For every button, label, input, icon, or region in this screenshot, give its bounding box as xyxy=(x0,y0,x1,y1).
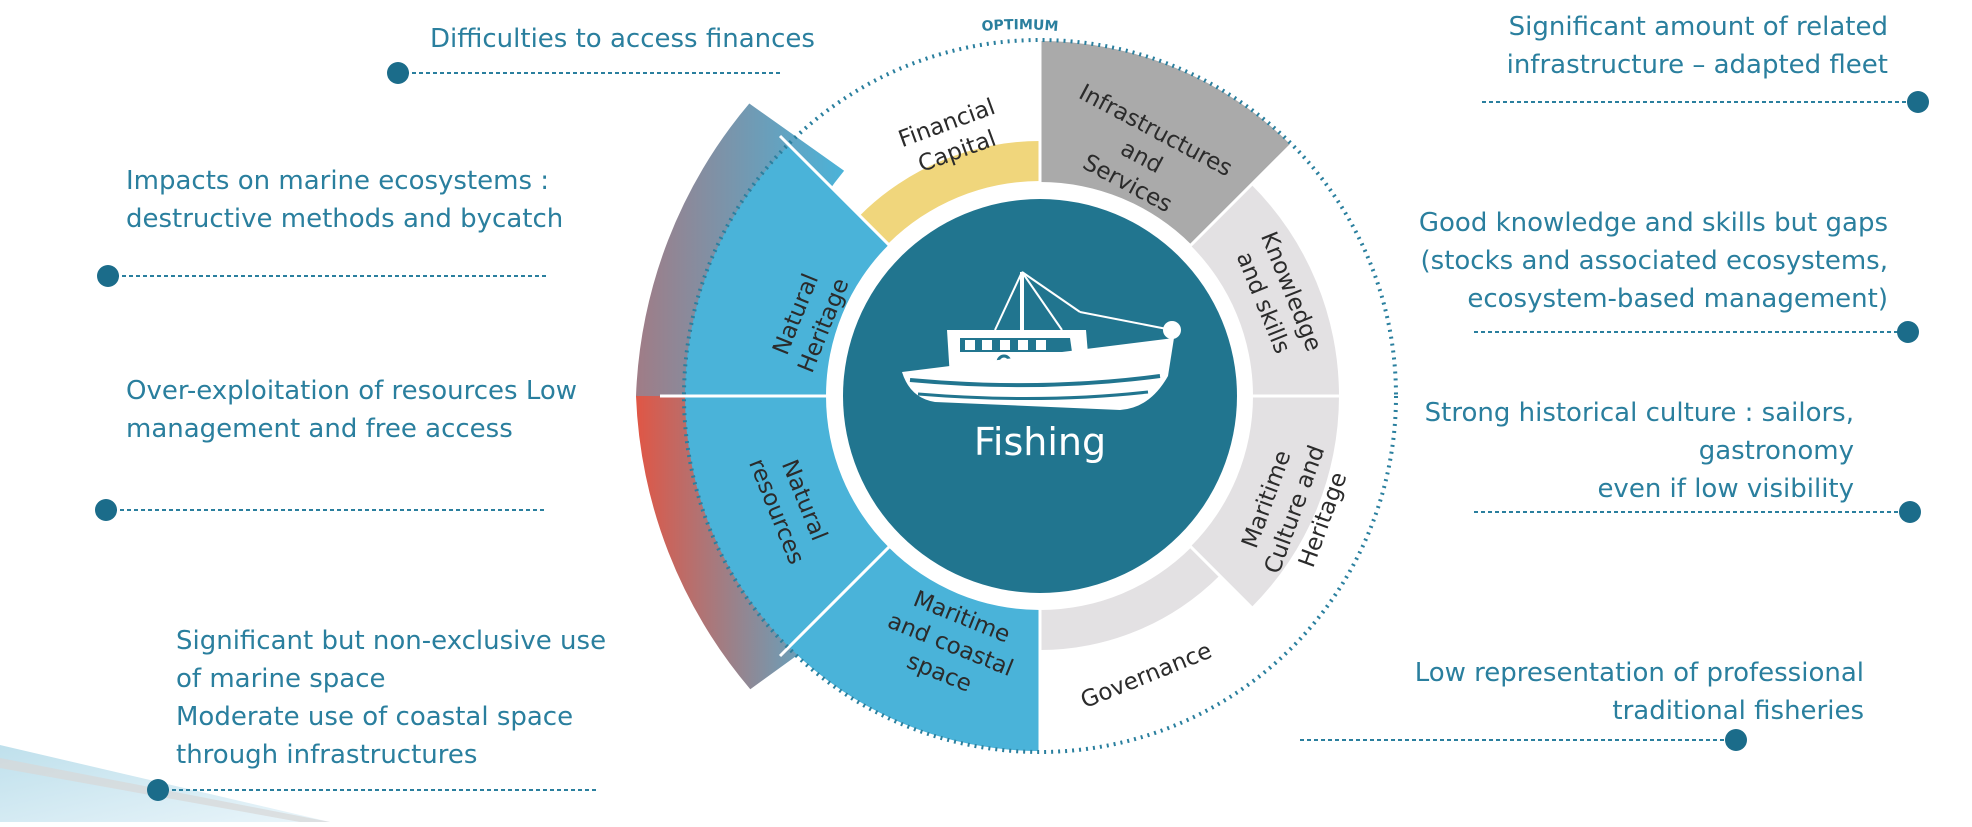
connector-dot xyxy=(1725,729,1747,751)
connector-dot xyxy=(387,62,409,84)
note-culture: Strong historical culture : sailors, gas… xyxy=(1424,398,1854,504)
note-infrastructure: Significant amount of related infrastruc… xyxy=(1506,12,1888,80)
segment-natural-resources xyxy=(685,396,889,647)
note-marine-space: Significant but non-exclusive use of mar… xyxy=(176,626,607,770)
wheel-segments xyxy=(685,41,1339,751)
connector-dot xyxy=(1899,501,1921,523)
connector-dot xyxy=(1897,321,1919,343)
connector-dot xyxy=(1907,91,1929,113)
note-marine-ecosystems: Impacts on marine ecosystems : destructi… xyxy=(126,166,564,234)
svg-text:Governance: Governance xyxy=(1077,638,1215,714)
optimum-label: OPTIMUM xyxy=(981,17,1059,35)
segment-maritime-space xyxy=(789,547,1040,751)
note-over-exploitation: Over-exploitation of resources Low manag… xyxy=(126,376,578,444)
label-governance: Governance xyxy=(1077,638,1215,714)
segment-infrastructures xyxy=(1040,41,1291,245)
connector-lines xyxy=(106,72,1918,791)
note-knowledge: Good knowledge and skills but gaps (stoc… xyxy=(1418,208,1888,314)
connector-dot xyxy=(147,779,169,801)
connector-dot xyxy=(95,499,117,521)
connector-dots xyxy=(95,62,1929,801)
segment-maritime-culture xyxy=(1190,396,1339,608)
note-finances: Difficulties to access finances xyxy=(430,24,815,54)
segment-knowledge xyxy=(1190,184,1339,396)
center-title: Fishing xyxy=(974,420,1106,464)
connector-dot xyxy=(97,265,119,287)
segment-natural-heritage xyxy=(685,145,889,396)
fishing-boat-icon xyxy=(902,271,1181,410)
note-governance: Low representation of professional tradi… xyxy=(1414,658,1864,726)
segment-financial-capital xyxy=(859,141,1040,244)
segment-governance xyxy=(1040,547,1220,650)
optimum-ring xyxy=(682,38,1398,754)
